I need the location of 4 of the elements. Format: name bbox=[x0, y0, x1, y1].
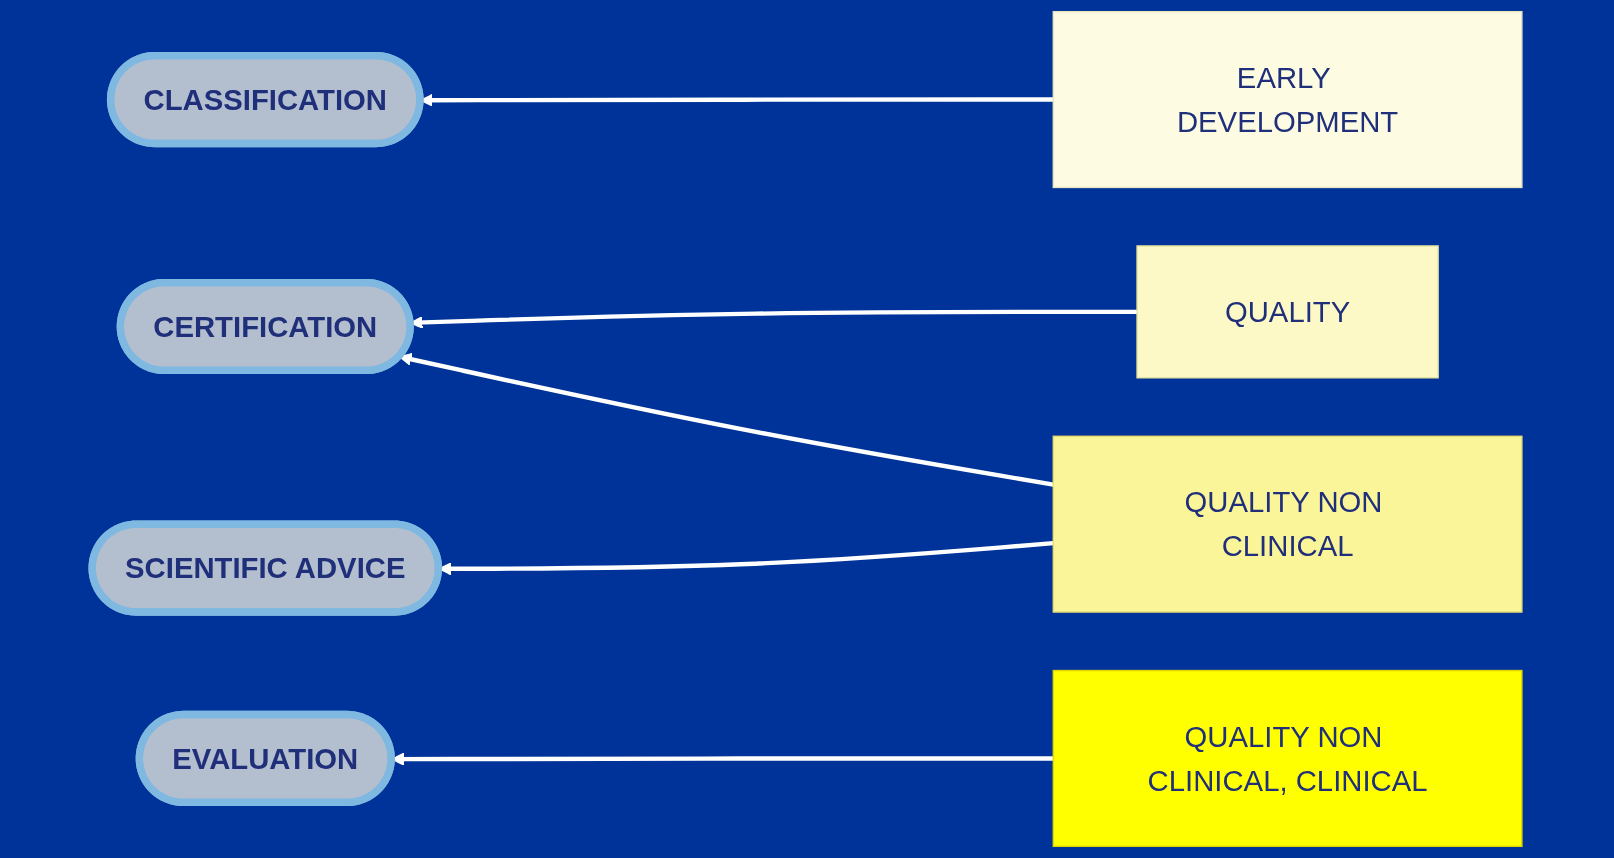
node-box: EARLY DEVELOPMENT bbox=[1052, 11, 1523, 189]
node-box: QUALITY NON CLINICAL, CLINICAL bbox=[1052, 669, 1523, 847]
node-box: QUALITY NON CLINICAL bbox=[1052, 435, 1523, 613]
node-box: QUALITY bbox=[1136, 245, 1439, 379]
